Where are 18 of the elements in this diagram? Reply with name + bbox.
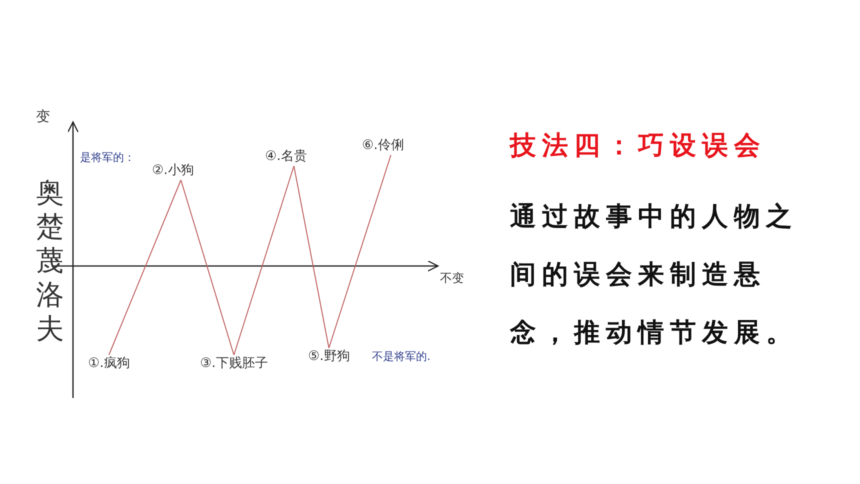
axis-label: 不变 bbox=[440, 270, 464, 287]
point-label: ③.下贱胚子 bbox=[200, 355, 268, 373]
axis-label: 变 bbox=[36, 108, 50, 126]
point-label: ⑥.伶俐 bbox=[362, 137, 404, 155]
zigzag-line bbox=[233, 166, 294, 356]
body-text: 通过故事中的人物之间的误会来制造悬念，推动情节发展。 bbox=[510, 201, 799, 350]
zigzag-line bbox=[328, 154, 392, 348]
point-label: ⑤.野狗 bbox=[308, 348, 350, 366]
zigzag-line bbox=[108, 180, 182, 356]
zigzag-line bbox=[180, 180, 234, 356]
point-label: ④.名贵 bbox=[265, 148, 307, 166]
axis-title: 奥楚蔑洛夫 bbox=[36, 176, 65, 346]
zigzag-line bbox=[293, 166, 330, 348]
annotation: 是将军的： bbox=[80, 150, 135, 165]
title: 技法四：巧设误会 bbox=[510, 130, 766, 163]
annotation: 不是将军的. bbox=[372, 349, 430, 364]
point-label: ②.小狗 bbox=[152, 162, 194, 180]
point-label: ①.疯狗 bbox=[88, 355, 130, 373]
